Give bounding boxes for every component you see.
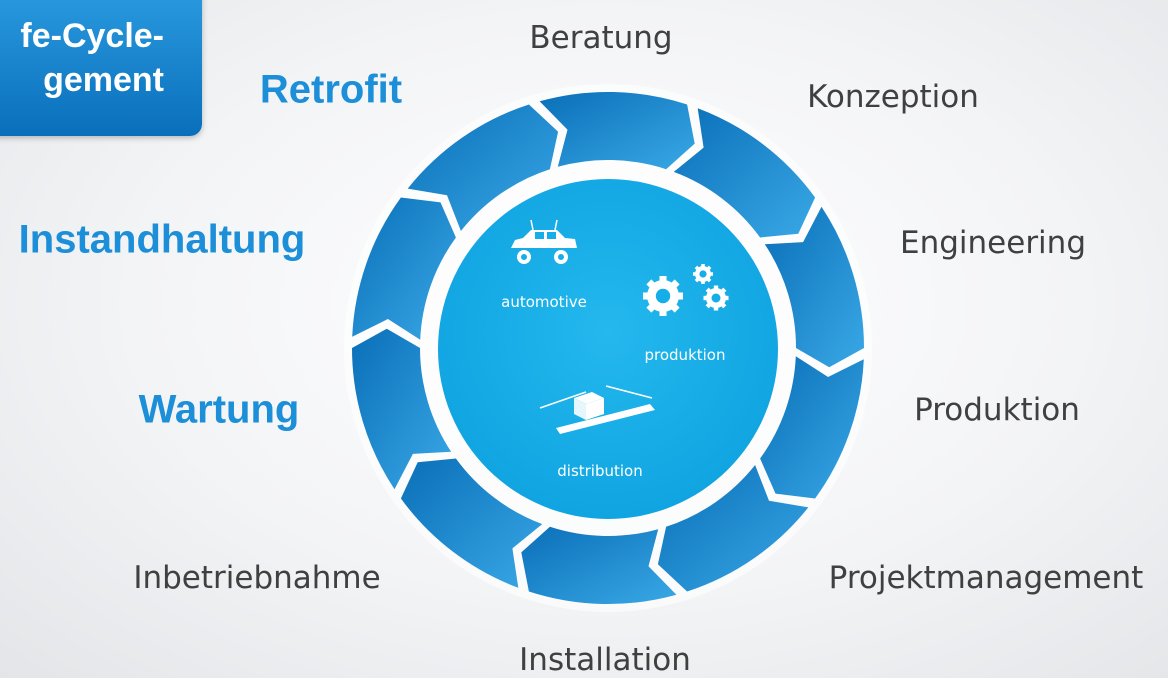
conveyor-box-icon [539, 385, 655, 434]
hub-label-automotive: automotive [501, 293, 587, 311]
center-hub [438, 179, 778, 519]
hub-label-distribution: distribution [557, 462, 642, 480]
cycle-arrow-segment [352, 197, 456, 340]
car-icon [511, 219, 577, 264]
cycle-arrow-segment [673, 108, 816, 238]
stage-label-produktion: Produktion [914, 392, 1080, 428]
cycle-arrow-segment [657, 465, 809, 592]
cycle-ring [352, 91, 864, 605]
cycle-arrow-segment [760, 356, 864, 499]
cycle-arrow-segment [521, 526, 677, 605]
cycle-arrow-segment [400, 458, 543, 588]
gears-icon [643, 264, 729, 316]
cycle-arrow-segment [764, 206, 864, 368]
stage-label-inbetriebnahme: Inbetriebnahme [133, 560, 381, 596]
stage-label-wartung: Wartung [138, 387, 300, 432]
hub-label-produktion: produktion [645, 346, 726, 364]
stage-label-engineering: Engineering [900, 225, 1086, 261]
stage-label-projektmanagement: Projektmanagement [828, 560, 1144, 596]
stage-label-installation: Installation [519, 642, 691, 678]
cycle-arrow-segment [407, 104, 559, 231]
cycle-arrow-segment [539, 91, 695, 170]
life-cycle-management-badge: fe-Cycle- gement [0, 0, 202, 136]
stage-label-retrofit: Retrofit [259, 67, 403, 112]
stage-label-beratung: Beratung [529, 20, 673, 56]
stage-label-konzeption: Konzeption [807, 79, 979, 115]
badge-title: fe-Cycle- gement [20, 17, 164, 99]
cycle-arrow-segment [352, 328, 452, 490]
stage-label-instandhaltung: Instandhaltung [18, 217, 306, 262]
